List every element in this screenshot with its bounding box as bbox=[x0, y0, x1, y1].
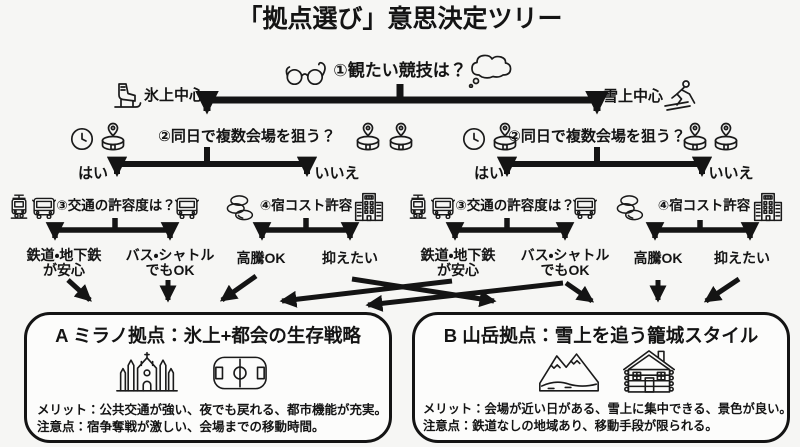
outcome-a-caution: 注意点：宿争奪戦が激しい、会場までの移動時間。 bbox=[37, 420, 325, 434]
answer-no-right: いいえ bbox=[708, 165, 754, 182]
clock-icon bbox=[70, 127, 94, 151]
outcome-a-title: A ミラノ拠点：氷上+都会の生存戦略 bbox=[55, 325, 361, 346]
thought-bubble-icon bbox=[466, 50, 516, 88]
bus-icon bbox=[573, 195, 597, 219]
bus-icon bbox=[431, 195, 455, 219]
leaf-rail-left: 鉄道・地下鉄 が安心 bbox=[26, 247, 102, 278]
skier-icon bbox=[661, 79, 697, 113]
page-title: 「拠点選び」意思決定ツリー bbox=[237, 5, 563, 33]
leaf-bus-left: バス・シャトル でもOK bbox=[125, 247, 215, 278]
branch-label-ice: 氷上中心 bbox=[143, 87, 205, 104]
hotel-icon bbox=[353, 191, 385, 223]
leaf-cost-high-right: 高騰OK bbox=[633, 250, 683, 266]
glasses-icon bbox=[284, 57, 330, 87]
log-cabin-icon bbox=[621, 347, 677, 394]
question-4-left: ④宿コスト許容 bbox=[259, 198, 353, 213]
question-2-right: ②同日で複数会場を狙う？ bbox=[508, 128, 686, 145]
question-1: ①観たい競技は？ bbox=[333, 61, 467, 80]
mountains-icon bbox=[537, 349, 601, 393]
coins-icon bbox=[226, 194, 256, 222]
branch-label-snow: 雪上中心 bbox=[602, 88, 664, 105]
leaf-bus-right: バス・シャトル でもOK bbox=[520, 247, 610, 278]
question-3-left: ③交通の許容度は？ bbox=[56, 198, 176, 213]
answer-yes-left: はい bbox=[77, 165, 109, 182]
leaf-cost-high-left: 高騰OK bbox=[236, 250, 286, 266]
outcome-a-merit: メリット：公共交通が強い、夜でも戻れる、都市機能が充実。 bbox=[37, 403, 388, 417]
tram-icon bbox=[407, 193, 429, 219]
outcome-box-mountain: B 山岳拠点：雪上を追う籠城スタイル メリット：会場が近い日がある、雪上に集中で… bbox=[412, 312, 792, 443]
answer-no-left: いいえ bbox=[314, 165, 360, 182]
question-2-left: ②同日で複数会場を狙う？ bbox=[158, 128, 336, 145]
outcome-b-merit: メリット：会場が近い日がある、雪上に集中できる、景色が良い。 bbox=[423, 402, 792, 416]
hotel-icon bbox=[752, 191, 784, 223]
tram-icon bbox=[8, 193, 30, 219]
leaf-rail-right: 鉄道・地下鉄 が安心 bbox=[420, 247, 496, 278]
bus-icon bbox=[32, 195, 56, 219]
coins-icon bbox=[616, 194, 646, 222]
stadium-pitch-icon bbox=[211, 355, 269, 391]
question-4-right: ④宿コスト許容 bbox=[657, 198, 751, 213]
outcome-b-caution: 注意点：鉄道なしの地域あり、移動手段が限られる。 bbox=[423, 419, 718, 433]
leaf-cost-low-right: 抑えたい bbox=[714, 250, 770, 266]
clock-icon bbox=[462, 127, 486, 151]
bus-icon bbox=[175, 195, 199, 219]
venue-pin-icon bbox=[98, 122, 128, 152]
venue-pin-icon bbox=[353, 122, 383, 152]
milan-duomo-icon bbox=[115, 349, 179, 393]
venue-pin-icon bbox=[711, 122, 741, 152]
venue-pin-icon bbox=[386, 122, 416, 152]
ice-skate-icon bbox=[110, 82, 144, 114]
outcome-b-title: B 山岳拠点：雪上を追う籠城スタイル bbox=[443, 325, 759, 346]
answer-yes-right: はい bbox=[473, 165, 505, 182]
venue-pin-icon bbox=[680, 122, 710, 152]
outcome-box-milan: A ミラノ拠点：氷上+都会の生存戦略 メリット：公共交通が強い、夜でも戻れる、都… bbox=[24, 312, 392, 443]
question-3-right: ③交通の許容度は？ bbox=[455, 198, 575, 213]
leaf-cost-low-left: 抑えたい bbox=[322, 250, 378, 266]
